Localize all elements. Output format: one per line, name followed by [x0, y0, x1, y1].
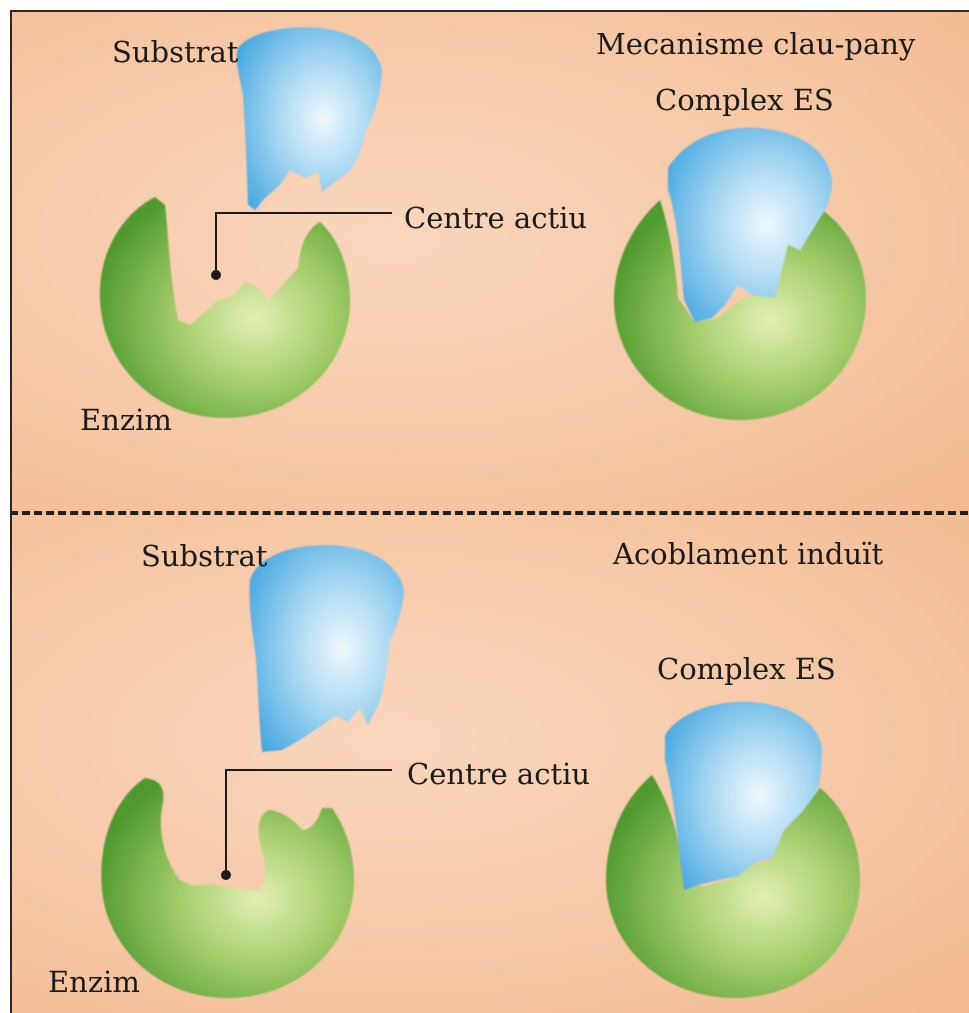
enzyme-label-top: Enzim [80, 406, 172, 435]
enzyme-label-bottom: Enzim [48, 968, 140, 997]
substrate-label-bottom: Substrat [141, 542, 267, 571]
active-site-dot-top [211, 270, 221, 280]
model-title-top: Mecanisme clau-pany [596, 30, 915, 59]
model-title-bottom: Acoblament induït [613, 540, 883, 569]
complex-label-bottom: Complex ES [657, 655, 836, 684]
active-site-label-top: Centre actiu [404, 204, 587, 233]
complex-label-top: Complex ES [655, 86, 834, 115]
active-site-label-bottom: Centre actiu [407, 760, 590, 789]
active-site-dot-bottom [221, 870, 231, 880]
enzyme-shape-top [100, 197, 350, 418]
substrate-shape-bottom [250, 545, 404, 752]
substrate-label-top: Substrat [112, 38, 238, 67]
substrate-shape-top [237, 27, 382, 210]
